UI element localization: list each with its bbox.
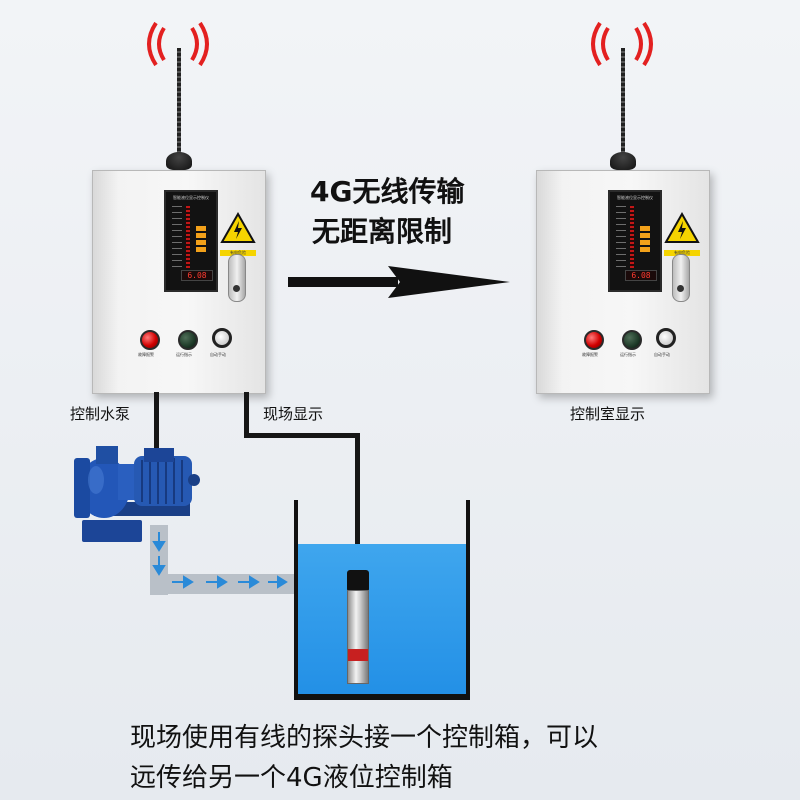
level-sensor-probe: [343, 570, 373, 686]
field-display-label: 现场显示: [263, 405, 324, 423]
right-mode-switch[interactable]: [656, 328, 676, 348]
left-antenna: [164, 40, 194, 172]
right-display-panel: 智能液位显示控制仪 6.08: [608, 190, 662, 292]
sensor-cable-horizontal: [244, 433, 360, 438]
caption-line1: 现场使用有线的探头接一个控制箱，可以: [130, 723, 599, 753]
panel-title: 智能液位显示控制仪: [173, 195, 209, 200]
control-room-label: 控制室显示: [570, 405, 646, 423]
left-signal-icon: [147, 21, 209, 67]
right-antenna: [608, 40, 638, 172]
sensor-cable-vertical-2: [355, 433, 360, 573]
left-door-handle[interactable]: [228, 254, 246, 302]
right-warning-icon: 有电危险: [664, 211, 700, 256]
sensor-cable-vertical-1: [244, 392, 249, 438]
water-level: [294, 544, 470, 694]
left-cabinet: 智能液位显示控制仪 6.08 有电危险 故障报警 运行指示 自动手动: [92, 21, 266, 394]
flow-arrows-icon: [152, 532, 288, 589]
pump-label: 控制水泵: [70, 405, 131, 423]
left-lcd-readout: 6.08: [181, 270, 213, 281]
headline-line2: 无距离限制: [312, 215, 453, 248]
water-tank: [294, 500, 470, 700]
left-display-panel: 智能液位显示控制仪 6.08: [164, 190, 218, 292]
water-pump-icon: [74, 446, 200, 542]
right-lcd-readout: 6.08: [625, 270, 657, 281]
right-signal-icon: [591, 21, 653, 67]
caption-line2: 远传给另一个4G液位控制箱: [130, 763, 453, 793]
right-run-light[interactable]: [622, 330, 642, 350]
right-alarm-light[interactable]: [584, 330, 604, 350]
left-mode-switch[interactable]: [212, 328, 232, 348]
headline-line1: 4G无线传输: [310, 175, 465, 208]
right-cabinet: 智能液位显示控制仪 6.08 有电危险 故障报警 运行指示 自动手动: [536, 21, 710, 394]
transmission-arrow-icon: [288, 266, 510, 298]
right-door-handle[interactable]: [672, 254, 690, 302]
left-alarm-light[interactable]: [140, 330, 160, 350]
pump-cable: [154, 392, 159, 454]
left-run-light[interactable]: [178, 330, 198, 350]
left-warning-icon: 有电危险: [220, 211, 256, 256]
